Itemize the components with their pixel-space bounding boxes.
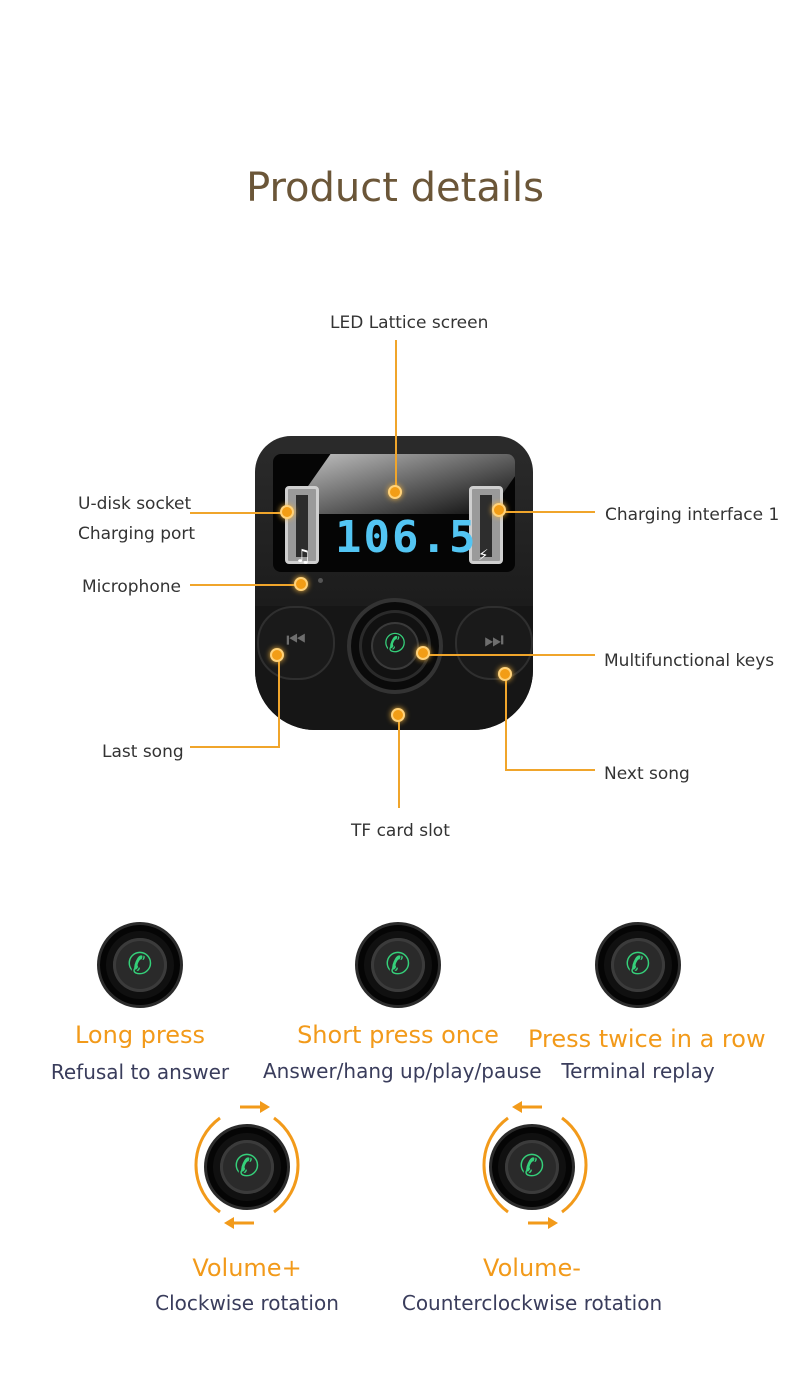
label-last-song: Last song xyxy=(102,742,184,762)
callout-line-multi xyxy=(424,654,595,656)
label-tf-card-slot: TF card slot xyxy=(351,821,450,841)
function-name-volume-down: Volume- xyxy=(483,1254,581,1282)
phone-icon: ✆ xyxy=(519,1149,545,1184)
volume-up-button-icon: ✆ xyxy=(204,1124,290,1210)
lightning-icon: ⚡ xyxy=(478,546,489,564)
label-udisk-socket: U-disk socket xyxy=(78,494,192,514)
callout-line-mic xyxy=(190,584,300,586)
previous-track-icon: ⏮ xyxy=(286,628,306,653)
callout-line-tf xyxy=(398,718,400,808)
multifunction-knob[interactable]: ✆ xyxy=(347,598,443,694)
callout-line-last-v xyxy=(278,656,280,748)
function-desc-short-press: Answer/hang up/play/pause xyxy=(263,1059,542,1083)
dot-led xyxy=(388,485,402,499)
label-charging-port: Charging port xyxy=(78,524,196,544)
function-name-short-press: Short press once xyxy=(297,1021,499,1049)
dot-charging xyxy=(492,503,506,517)
function-name-volume-up: Volume+ xyxy=(192,1254,302,1282)
phone-icon: ✆ xyxy=(234,1149,260,1184)
callout-line-next-h xyxy=(505,769,595,771)
dot-tf xyxy=(391,708,405,722)
usb-port-left xyxy=(285,486,319,564)
callout-line-next-v xyxy=(505,676,507,770)
press-twice-button-icon: ✆ xyxy=(595,922,681,1008)
label-microphone: Microphone xyxy=(82,577,181,597)
clockwise-arrow-icon xyxy=(194,1101,300,1229)
volume-down-button-icon: ✆ xyxy=(489,1124,575,1210)
label-charging-interface: Charging interface 1 xyxy=(605,505,780,525)
callout-line-charging xyxy=(500,511,595,513)
function-desc-volume-down: Counterclockwise rotation xyxy=(401,1291,663,1315)
last-song-button[interactable]: ⏮ xyxy=(257,606,335,680)
phone-icon: ✆ xyxy=(127,947,153,982)
callout-line-led xyxy=(395,340,397,490)
phone-icon: ✆ xyxy=(625,947,651,982)
dot-udisk xyxy=(280,505,294,519)
dot-next xyxy=(498,667,512,681)
label-multifunctional-keys: Multifunctional keys xyxy=(604,651,775,671)
function-desc-press-twice: Terminal replay xyxy=(561,1059,715,1083)
label-led-screen: LED Lattice screen xyxy=(330,313,489,333)
function-name-long-press: Long press xyxy=(74,1021,206,1049)
microphone-hole xyxy=(318,578,323,583)
function-desc-long-press: Refusal to answer xyxy=(50,1060,230,1084)
callout-line-last-h xyxy=(190,746,280,748)
dot-mic xyxy=(294,577,308,591)
led-lattice-screen: 106.5 ♫ ⚡ xyxy=(273,454,515,572)
phone-icon: ✆ xyxy=(384,629,406,659)
next-track-icon: ⏭ xyxy=(484,628,504,653)
label-next-song: Next song xyxy=(604,764,690,784)
next-song-button[interactable]: ⏭ xyxy=(455,606,533,680)
function-desc-volume-up: Clockwise rotation xyxy=(155,1291,339,1315)
long-press-button-icon: ✆ xyxy=(97,922,183,1008)
dot-multi xyxy=(416,646,430,660)
phone-icon: ✆ xyxy=(385,947,411,982)
music-icon: ♫ xyxy=(295,546,312,567)
knob-center: ✆ xyxy=(371,622,419,670)
function-name-press-twice: Press twice in a row xyxy=(528,1025,766,1053)
counterclockwise-arrow-icon xyxy=(482,1101,588,1229)
usb-port-right xyxy=(469,486,503,564)
short-press-button-icon: ✆ xyxy=(355,922,441,1008)
page-title: Product details xyxy=(246,165,544,211)
callout-line-udisk xyxy=(190,512,290,514)
dot-last xyxy=(270,648,284,662)
frequency-display: 106.5 xyxy=(335,512,478,563)
